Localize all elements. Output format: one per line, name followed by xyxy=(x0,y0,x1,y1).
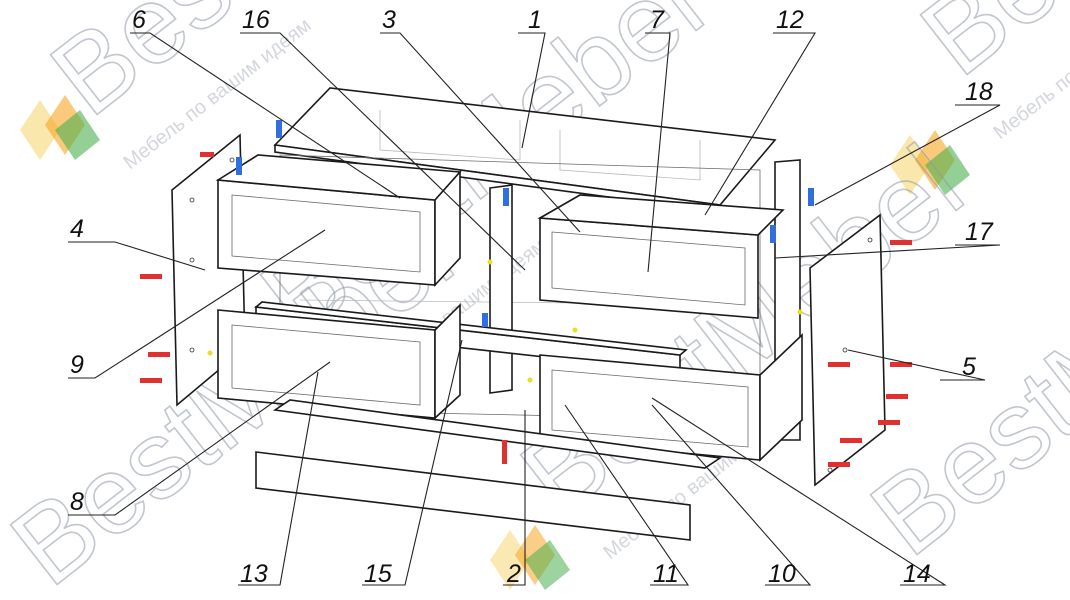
glue-dot xyxy=(487,259,493,265)
callout-6: 6 xyxy=(132,6,146,34)
glue-dot xyxy=(207,350,213,356)
callout-18: 18 xyxy=(965,78,993,106)
glue-dot xyxy=(527,377,533,383)
fastener-blue xyxy=(770,225,776,243)
callout-11: 11 xyxy=(653,560,679,588)
fasteners xyxy=(140,120,912,467)
part-drawer-top-right xyxy=(537,194,785,319)
fastener-blue xyxy=(276,120,282,138)
watermark-logo-topleft xyxy=(20,95,100,160)
callout-17: 17 xyxy=(965,218,994,246)
callout-10: 10 xyxy=(768,560,796,588)
callout-9: 9 xyxy=(70,351,84,379)
callout-3: 3 xyxy=(382,6,396,34)
callout-8: 8 xyxy=(70,488,84,516)
fastener-red xyxy=(502,440,507,464)
callout-14: 14 xyxy=(903,560,931,588)
fastener-red xyxy=(828,462,850,467)
fastener-blue xyxy=(503,188,509,206)
dresser-parts xyxy=(140,87,912,541)
callout-15: 15 xyxy=(364,560,392,588)
part-middle-partition xyxy=(489,184,513,394)
callout-7: 7 xyxy=(650,6,665,34)
watermark-logo-bottom xyxy=(490,525,570,590)
callout-13: 13 xyxy=(240,560,268,588)
part-drawer-bottom-right xyxy=(539,333,803,462)
fastener-red xyxy=(840,438,862,443)
part-right-side-panel xyxy=(809,213,886,487)
callout-12: 12 xyxy=(776,6,804,34)
fastener-blue xyxy=(236,157,242,175)
callout-labels: 1 2 3 4 5 6 7 8 9 10 11 12 13 14 15 16 1… xyxy=(70,6,994,588)
fastener-red xyxy=(828,362,850,367)
part-drawer-top-left xyxy=(215,154,462,288)
callout-5: 5 xyxy=(962,353,976,381)
fastener-red xyxy=(200,152,214,157)
callout-leaders xyxy=(68,32,1001,586)
callout-16: 16 xyxy=(242,6,270,34)
fastener-red xyxy=(878,420,900,425)
callout-4: 4 xyxy=(70,215,84,243)
part-top-panel xyxy=(273,87,777,213)
fastener-red xyxy=(140,378,162,383)
glue-dot xyxy=(572,327,578,333)
glue-dot xyxy=(797,309,803,315)
fastener-red xyxy=(890,240,912,245)
part-bottom-panel xyxy=(272,399,723,469)
fastener-blue xyxy=(808,188,814,206)
fastener-red xyxy=(890,362,912,367)
fastener-red xyxy=(140,274,162,279)
fastener-red xyxy=(148,352,170,357)
callout-1: 1 xyxy=(528,6,542,34)
fastener-blue xyxy=(482,313,488,327)
part-plinth xyxy=(255,451,691,541)
callout-2: 2 xyxy=(506,560,521,588)
fastener-red xyxy=(886,394,908,399)
